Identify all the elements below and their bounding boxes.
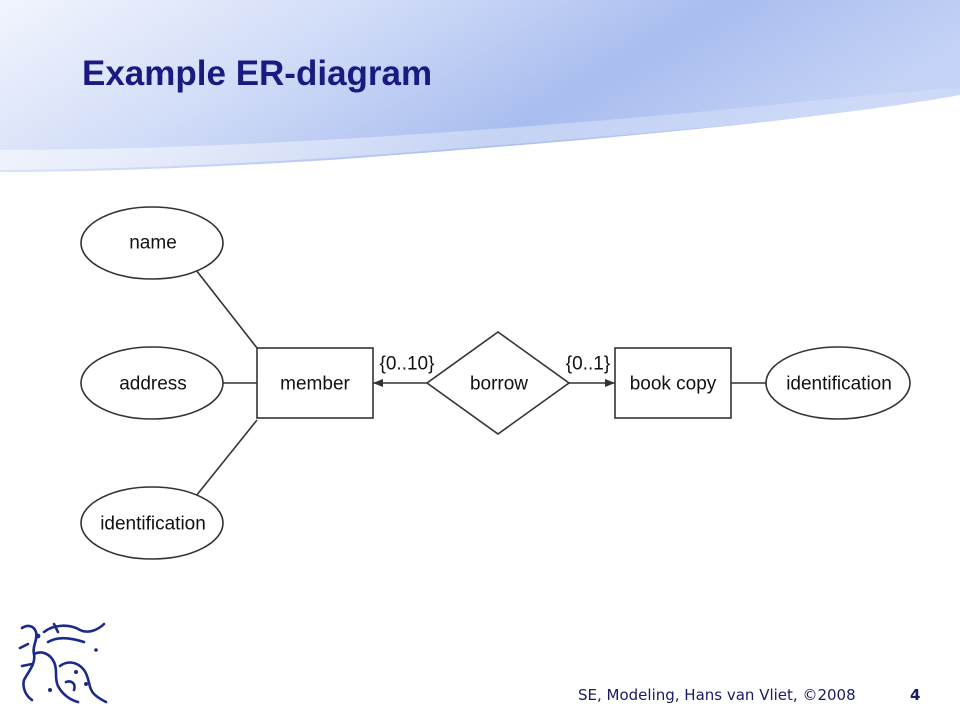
entity-book-copy-label: book copy (630, 374, 717, 395)
arrowhead-to-book-copy (605, 379, 615, 387)
relationship-borrow (425, 331, 571, 435)
attribute-name-label: name (129, 233, 177, 254)
attribute-name (80, 206, 224, 280)
attribute-member-identification-label: identification (100, 514, 206, 535)
entity-member-label: member (280, 374, 350, 395)
attribute-address (80, 346, 224, 420)
cardinality-member-side: {0..10} (380, 354, 435, 375)
entity-book-copy (614, 347, 732, 419)
name-connector (195, 269, 258, 349)
header-highlight (0, 88, 960, 170)
header-wave (0, 0, 960, 172)
page-number: 4 (910, 686, 921, 704)
attribute-book-identification (765, 346, 911, 420)
entity-member (256, 347, 374, 419)
attribute-member-identification (80, 486, 224, 560)
slide-title: Example ER-diagram (82, 54, 433, 93)
arrowhead-to-member (373, 379, 383, 387)
university-logo-icon (18, 622, 108, 704)
attribute-book-identification-label: identification (786, 374, 892, 395)
attribute-address-label: address (119, 374, 187, 395)
cardinality-book-copy-side: {0..1} (566, 354, 610, 375)
header-background (0, 0, 960, 172)
identification-connector (195, 419, 258, 497)
relationship-borrow-label: borrow (470, 374, 528, 395)
footer-credit: SE, Modeling, Hans van Vliet, ©2008 (578, 686, 856, 704)
